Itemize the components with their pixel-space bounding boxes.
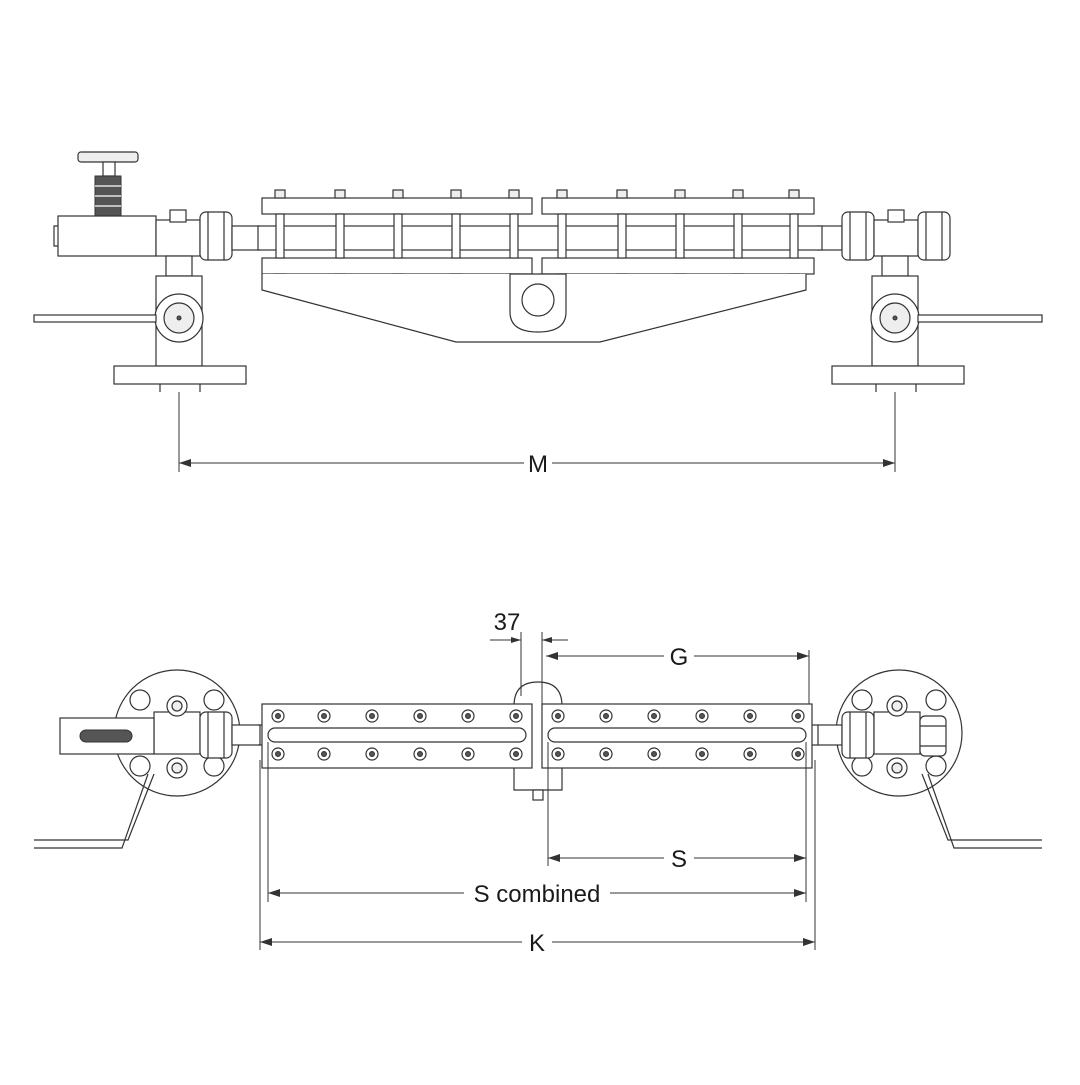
- glass-bar: [509, 213, 519, 259]
- dimension-s: [547, 742, 807, 902]
- gauge-body: [257, 189, 823, 343]
- glass-bar: [675, 213, 685, 259]
- bolt-center: [795, 713, 801, 719]
- bolt-center: [555, 751, 561, 757]
- left-cock: [33, 209, 261, 392]
- bolt-center: [369, 713, 375, 719]
- dimension-k-label: K: [529, 930, 545, 957]
- bottom-view: 37 G S S combined: [34, 609, 1042, 957]
- glass-bar: [275, 213, 285, 259]
- bolt-center: [465, 751, 471, 757]
- needle-valve: [53, 151, 157, 257]
- left-flange: [34, 669, 261, 849]
- bolt-nut: [392, 189, 404, 199]
- bolt-center: [275, 751, 281, 757]
- glass-bar: [617, 213, 627, 259]
- bolt-nut: [334, 189, 346, 199]
- bolt-nut: [556, 189, 568, 199]
- bolt-center: [321, 751, 327, 757]
- dimension-m: [178, 392, 896, 472]
- bolt-nut: [274, 189, 286, 199]
- bolt-center: [321, 713, 327, 719]
- glass-bar: [451, 213, 461, 259]
- bolt-center: [699, 751, 705, 757]
- bolt-center: [465, 713, 471, 719]
- bolt-nut: [508, 189, 520, 199]
- bolt-center: [513, 713, 519, 719]
- top-view: M: [33, 151, 1043, 478]
- dimension-s-combined-label: S combined: [474, 881, 601, 908]
- bolt-center: [699, 713, 705, 719]
- glass-bar: [393, 213, 403, 259]
- bolt-center: [417, 713, 423, 719]
- bolt-center: [369, 751, 375, 757]
- dimension-k: [259, 760, 816, 950]
- dimension-37-label: 37: [494, 609, 521, 636]
- bolt-center: [417, 751, 423, 757]
- bolt-center: [747, 713, 753, 719]
- center-pin: [532, 789, 544, 801]
- bolt-nut: [450, 189, 462, 199]
- bolt-center: [795, 751, 801, 757]
- bolt-nut: [732, 189, 744, 199]
- bolt-center: [275, 713, 281, 719]
- bolt-center: [747, 751, 753, 757]
- cover-plates: [258, 703, 818, 769]
- dimension-m-label: M: [528, 451, 548, 478]
- bolt-center: [603, 751, 609, 757]
- bolt-nut: [674, 189, 686, 199]
- right-cock: [817, 209, 1043, 392]
- bolt-center: [513, 751, 519, 757]
- right-flange: [817, 669, 1042, 849]
- bolt-center: [555, 713, 561, 719]
- glass-bar: [335, 213, 345, 259]
- glass-bar: [557, 213, 567, 259]
- glass-bar: [789, 213, 799, 259]
- bolt-center: [651, 713, 657, 719]
- bolt-nut: [616, 189, 628, 199]
- dimension-g: [546, 650, 810, 704]
- dimension-37: [490, 632, 568, 704]
- dimension-s-combined: [267, 742, 806, 902]
- glass-bar: [733, 213, 743, 259]
- bolt-center: [651, 751, 657, 757]
- dimension-s-label: S: [671, 846, 687, 873]
- bolt-nut: [788, 189, 800, 199]
- dimension-g-label: G: [670, 644, 689, 671]
- bolt-center: [603, 713, 609, 719]
